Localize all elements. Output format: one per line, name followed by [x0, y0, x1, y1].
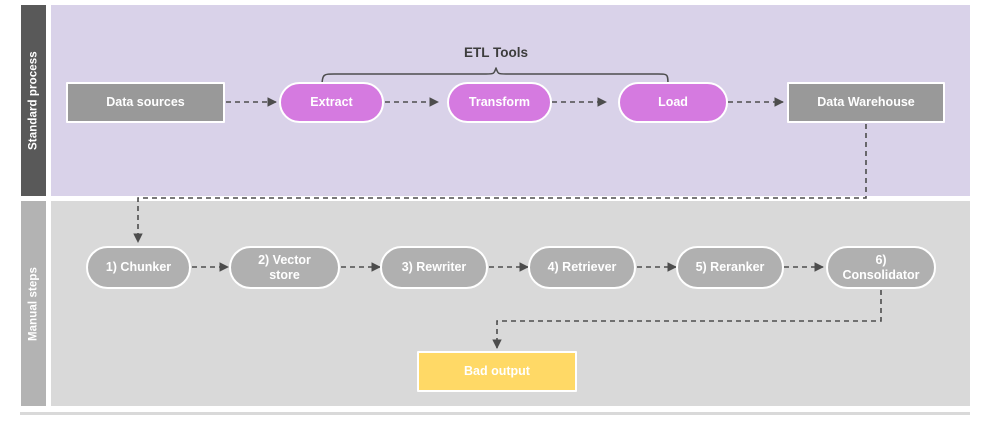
- etl-tools-label: ETL Tools: [464, 45, 528, 60]
- node-chunker[interactable]: 1) Chunker: [86, 246, 191, 289]
- node-vector-store[interactable]: 2) Vector store: [229, 246, 340, 289]
- node-data-sources[interactable]: Data sources: [66, 82, 225, 123]
- node-data-warehouse[interactable]: Data Warehouse: [787, 82, 945, 123]
- node-load[interactable]: Load: [618, 82, 728, 123]
- node-reranker[interactable]: 5) Reranker: [676, 246, 784, 289]
- node-transform[interactable]: Transform: [447, 82, 552, 123]
- lane-label-standard-process: Standard process: [21, 5, 46, 196]
- node-consolidator[interactable]: 6) Consolidator: [826, 246, 936, 289]
- node-extract[interactable]: Extract: [279, 82, 384, 123]
- lane-label-manual-steps: Manual steps: [21, 201, 46, 406]
- node-bad-output[interactable]: Bad output: [417, 351, 577, 392]
- node-rewriter[interactable]: 3) Rewriter: [380, 246, 488, 289]
- bottom-divider-rule: [20, 412, 970, 415]
- node-retriever[interactable]: 4) Retriever: [528, 246, 636, 289]
